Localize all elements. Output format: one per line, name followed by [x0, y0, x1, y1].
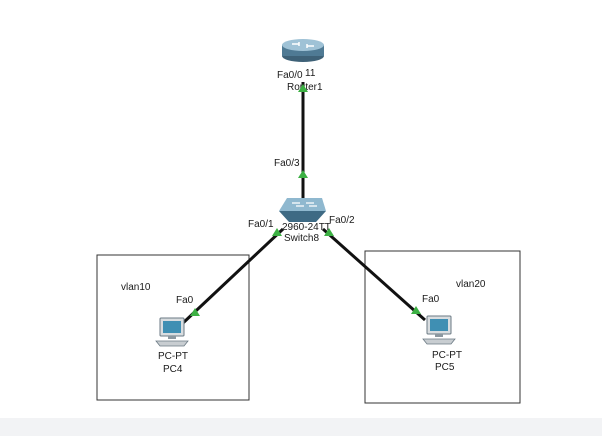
- port-indicator-router: [298, 84, 308, 92]
- pc5-name: PC5: [435, 362, 455, 373]
- link-switch-pc5[interactable]: [322, 227, 426, 322]
- vlan10-area[interactable]: [96, 254, 250, 401]
- router-port-fa00: Fa0/0: [277, 70, 303, 81]
- vlan10-label: vlan10: [121, 282, 151, 293]
- vlan20-area[interactable]: [364, 250, 521, 404]
- port-indicator-pc5: [411, 306, 421, 314]
- pc5-type: PC-PT: [432, 350, 462, 361]
- router-label-overlap: 11: [305, 68, 316, 79]
- canvas-bottom-edge: [0, 418, 602, 436]
- port-indicator-switch-fa03: [298, 170, 308, 178]
- router-icon[interactable]: [282, 39, 324, 62]
- pc4-icon[interactable]: [155, 317, 189, 347]
- port-indicator-switch-fa01: [272, 228, 282, 236]
- port-indicator-switch-fa02: [324, 228, 334, 236]
- pc5-icon[interactable]: [422, 315, 456, 345]
- pc5-port: Fa0: [422, 294, 440, 305]
- switch-port-fa02: Fa0/2: [329, 215, 355, 226]
- port-indicator-pc4: [190, 308, 200, 316]
- switch-model: 2960-24TT: [282, 222, 331, 233]
- switch-port-fa03: Fa0/3: [274, 158, 300, 169]
- switch-icon[interactable]: [279, 198, 326, 222]
- vlan20-label: vlan20: [456, 279, 486, 290]
- link-switch-pc4[interactable]: [181, 227, 285, 325]
- switch-name: Switch8: [284, 233, 319, 244]
- pc4-port: Fa0: [176, 295, 194, 306]
- switch-port-fa01: Fa0/1: [248, 219, 274, 230]
- pc4-type: PC-PT: [158, 351, 188, 362]
- pc4-name: PC4: [163, 364, 183, 375]
